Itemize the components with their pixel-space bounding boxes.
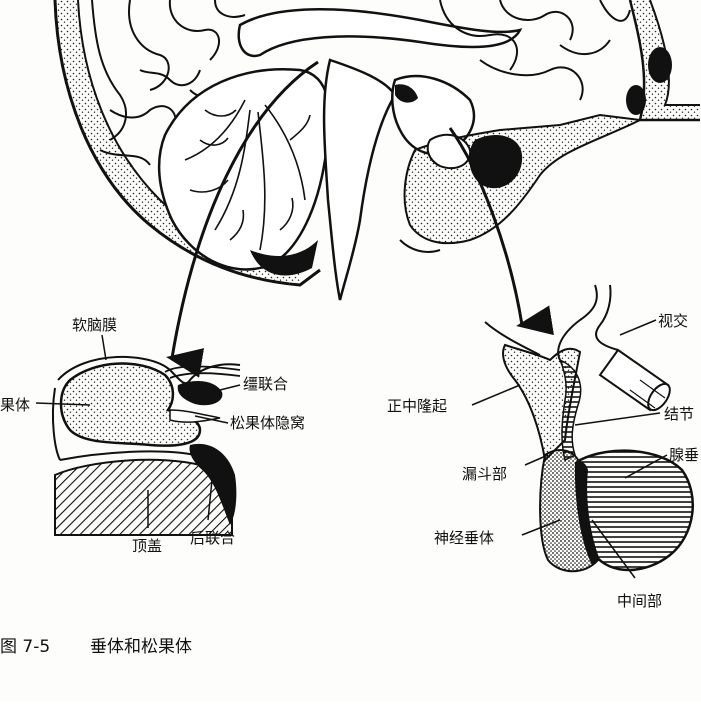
leader-intermediate — [591, 519, 636, 579]
label-median-eminence: 正中隆起 — [387, 397, 447, 415]
neurohypophysis-shape — [539, 449, 600, 573]
label-optic-chiasm: 视交 — [658, 312, 688, 330]
pineal-body-shape — [59, 362, 202, 447]
habenular-commissure-shape — [177, 380, 223, 406]
third-ventricle-line — [484, 321, 541, 356]
leader-adenohypophysis — [624, 454, 668, 479]
leader-posterior-commissure — [207, 469, 214, 521]
leader-pia-mater — [101, 334, 107, 361]
label-habenular-commissure: 缰联合 — [243, 375, 288, 393]
leader-habenular — [211, 384, 241, 393]
clivus-outline — [399, 239, 441, 253]
label-neurohypophysis: 神经垂体 — [434, 529, 494, 547]
pia-mater-line-2 — [51, 387, 61, 461]
caption-number: 图 7-5 — [0, 637, 50, 657]
posterior-commissure-shape — [189, 443, 237, 525]
frontal-gyri — [439, 0, 631, 101]
arrow-to-pituitary — [448, 127, 554, 336]
diencephalon-dark-region — [395, 84, 418, 103]
sphenoid-sinus — [469, 135, 523, 189]
hypothalamus-outline — [557, 284, 598, 361]
leader-neurohypophysis — [521, 519, 561, 536]
leader-optic-chiasm — [619, 319, 657, 336]
brain-sagittal-section — [53, 0, 700, 301]
hypothalamus-outline-2 — [595, 284, 619, 351]
leader-recess — [194, 415, 229, 424]
label-adenohypophysis: 腺垂 — [669, 446, 699, 464]
leader-infundibulum — [524, 454, 549, 466]
label-infundibulum: 漏斗部 — [462, 465, 507, 483]
pituitary-detail: 视交 正中隆起 结节 漏斗部 腺垂 神经垂体 中间部 — [387, 284, 699, 610]
leader-pineal-body — [35, 402, 91, 406]
habenular-stalk — [164, 365, 241, 379]
leader-tuberal — [574, 412, 661, 426]
label-tuberal-part: 结节 — [664, 405, 694, 423]
label-tectum: 顶盖 — [132, 537, 162, 555]
ventricle-line — [59, 450, 196, 461]
label-intermediate-part: 中间部 — [617, 592, 662, 610]
label-posterior-commissure: 后联合 — [190, 529, 235, 547]
leader-median-eminence — [471, 384, 521, 406]
figure-caption: 图 7-5 垂体和松果体 — [0, 637, 192, 657]
frontal-sinus — [648, 47, 672, 83]
cerebellum — [157, 68, 331, 276]
pia-mater-line — [57, 355, 241, 385]
orbit-dark — [626, 85, 646, 115]
caption-title: 垂体和松果体 — [90, 637, 192, 657]
label-pia-mater: 软脑膜 — [72, 316, 117, 334]
optic-chiasm-shape — [598, 348, 671, 412]
frontal-skull-outline — [628, 0, 700, 122]
label-pineal-body: 果体 — [0, 396, 30, 414]
pineal-detail: 软脑膜 果体 缰联合 松果体隐窝 顶盖 后联合 — [0, 316, 305, 555]
label-pineal-recess: 松果体隐窝 — [230, 414, 305, 432]
brainstem — [322, 58, 397, 301]
arrow-to-pineal — [166, 60, 319, 378]
corpus-callosum — [237, 8, 523, 58]
